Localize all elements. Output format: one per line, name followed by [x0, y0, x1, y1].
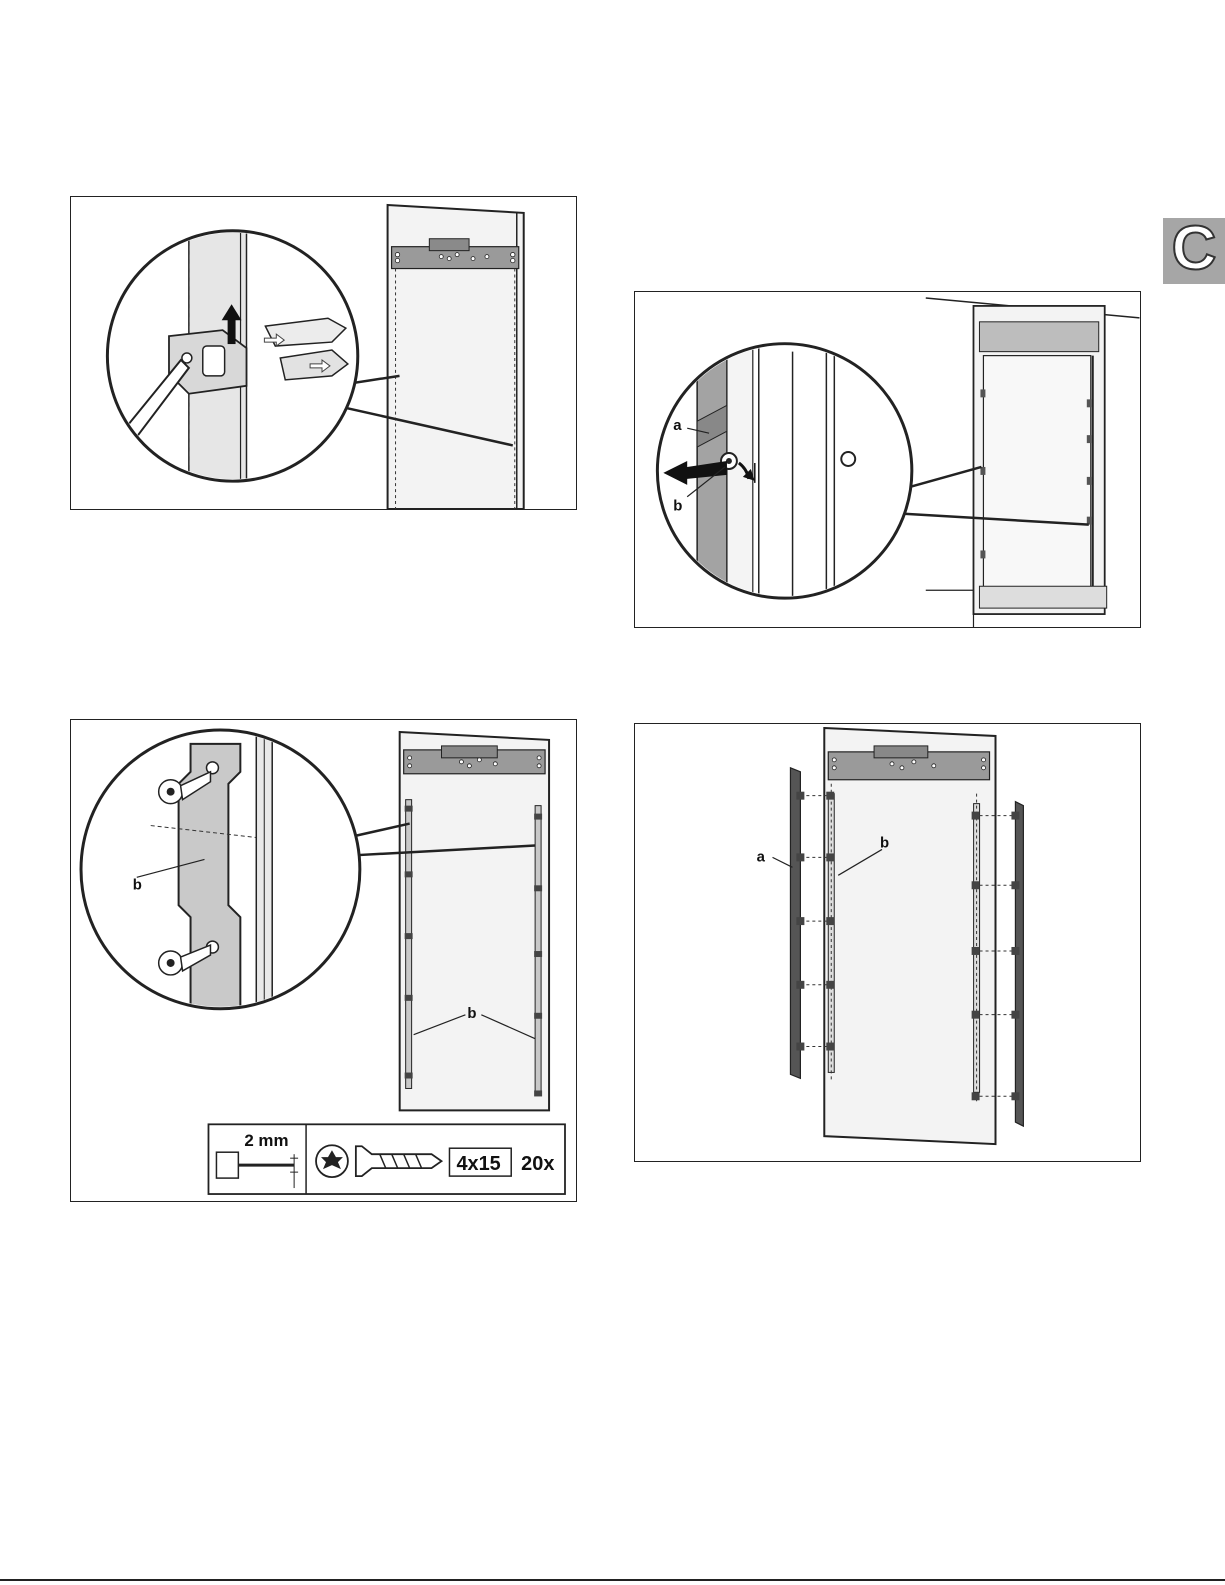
label-b-detail: b [133, 876, 142, 893]
label-a: a [757, 848, 766, 865]
figure-strip-assembly: a b [634, 723, 1141, 1162]
figure-strip-assembly-illustration: a b [635, 724, 1140, 1161]
page-bottom-rule [0, 1579, 1225, 1581]
label-a: a [673, 418, 682, 434]
figure-pin-removal: a b [634, 291, 1141, 628]
label-b: b [673, 499, 682, 515]
drill-size: 2 mm [244, 1131, 288, 1150]
screw-size: 4x15 [456, 1153, 500, 1175]
screw-quantity: 20x [521, 1153, 554, 1175]
figure-bracket-fitting-illustration: b b 2 mm [71, 720, 576, 1201]
label-b-panel: b [467, 1005, 476, 1022]
section-tab: C [1163, 218, 1225, 284]
label-b: b [880, 834, 889, 851]
figure-bracket-fitting: b b 2 mm [70, 719, 577, 1202]
figure-clip-removal [70, 196, 577, 510]
section-tab-letter: C [1163, 216, 1225, 282]
figure-pin-removal-illustration: a b [635, 292, 1140, 627]
figure-clip-removal-illustration [71, 197, 576, 509]
